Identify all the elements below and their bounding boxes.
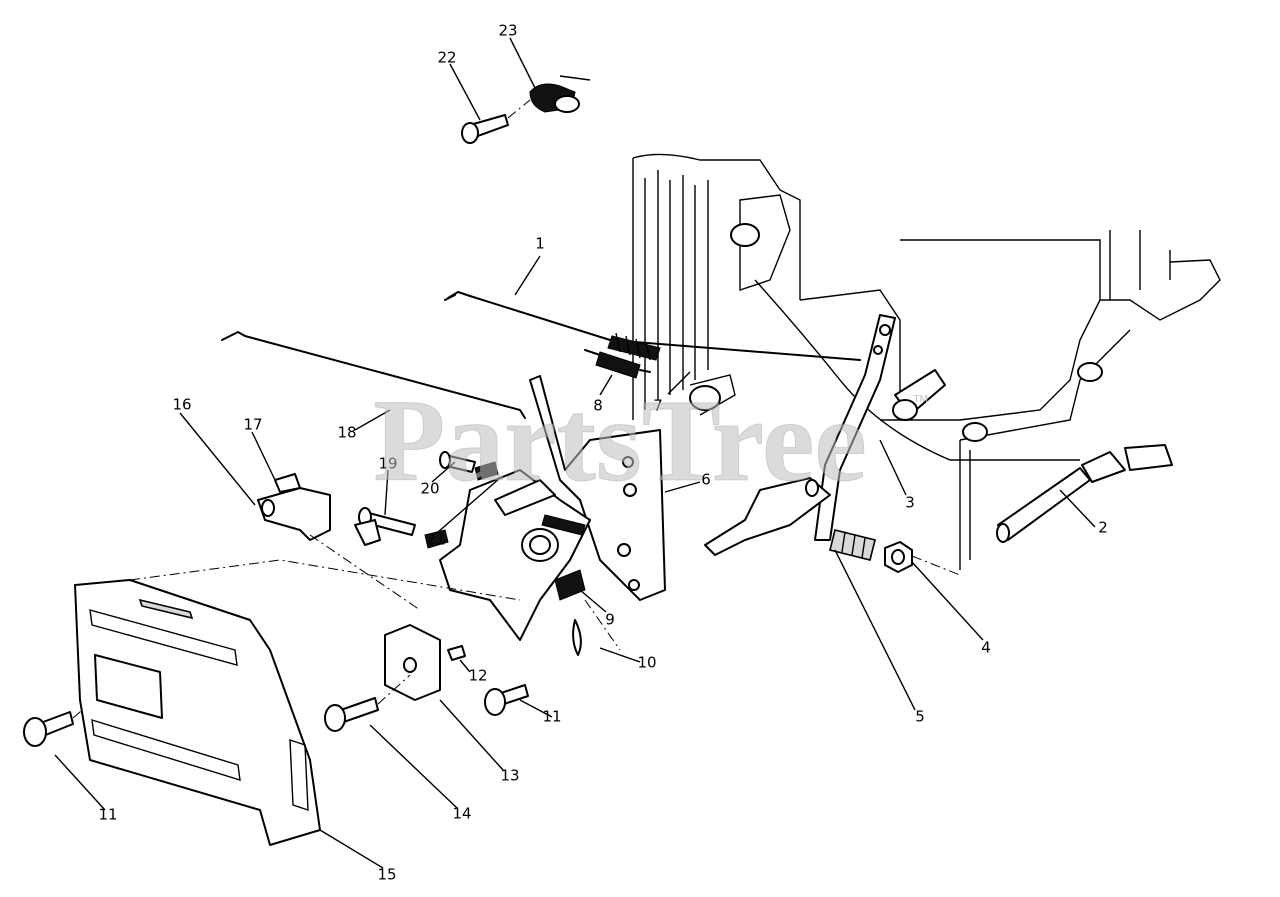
bolt-11-right — [484, 684, 529, 716]
bracket-13 — [384, 624, 441, 701]
spring-21 — [424, 461, 499, 549]
callout-3: 3 — [905, 494, 915, 512]
callout-22: 22 — [437, 49, 456, 67]
callout-13: 13 — [500, 767, 519, 785]
callout-21: 21 — [426, 531, 445, 549]
callout-8: 8 — [593, 397, 603, 415]
screw-22 — [461, 99, 531, 144]
callout-16: 16 — [172, 396, 191, 414]
cable-clamp-23 — [529, 75, 591, 113]
callout-14: 14 — [452, 805, 471, 823]
callout-5: 5 — [915, 708, 925, 726]
screw-20 — [439, 451, 476, 473]
callout-1: 1 — [535, 235, 545, 253]
callout-20: 20 — [420, 480, 439, 498]
callout-11-right: 11 — [542, 708, 561, 726]
callout-labels: 1 2 3 4 5 6 7 8 9 10 11 11 12 13 14 15 1… — [98, 22, 1107, 884]
rod-18 — [221, 331, 526, 419]
callout-10: 10 — [637, 654, 656, 672]
callout-18: 18 — [337, 424, 356, 442]
callout-23: 23 — [498, 22, 517, 40]
callout-12: 12 — [468, 667, 487, 685]
callout-11-left: 11 — [98, 806, 117, 824]
callout-6: 6 — [701, 471, 711, 489]
engine-block — [632, 153, 1221, 570]
callout-2: 2 — [1098, 519, 1108, 537]
callout-15: 15 — [377, 866, 396, 884]
callout-17: 17 — [243, 416, 262, 434]
governor-lever-5 — [704, 314, 896, 561]
rod-1 — [444, 291, 861, 361]
callout-19: 19 — [378, 455, 397, 473]
leader-lines — [54, 37, 1096, 869]
nut-4 — [884, 541, 961, 576]
plate-16 — [257, 473, 421, 611]
cover-plate-15 — [74, 559, 521, 846]
callout-9: 9 — [605, 611, 615, 629]
spring-8 — [584, 349, 651, 379]
callout-4: 4 — [981, 639, 991, 657]
callout-7: 7 — [653, 397, 663, 415]
bolt-14 — [324, 674, 411, 732]
pin-12 — [447, 645, 466, 661]
bracket-6 — [529, 375, 666, 601]
shaft-2 — [996, 444, 1173, 543]
control-assembly-9 — [439, 469, 621, 656]
